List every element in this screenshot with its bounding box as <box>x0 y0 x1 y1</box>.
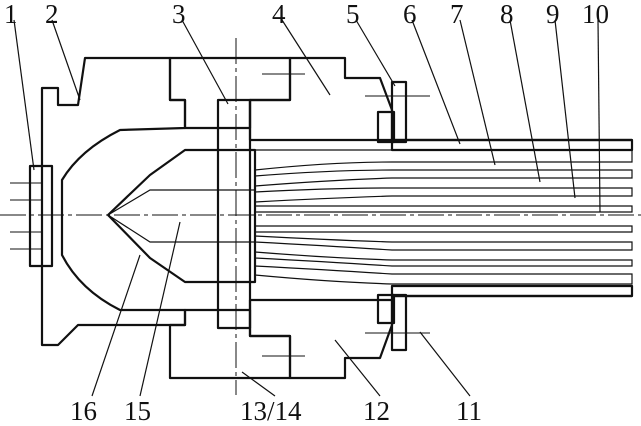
label-12: 12 <box>363 396 390 426</box>
die-body <box>40 56 187 347</box>
die-bushing <box>248 56 394 380</box>
label-2: 2 <box>45 0 59 29</box>
part-labels: 1 2 3 4 5 6 7 8 9 10 16 15 13/14 12 11 <box>4 0 609 426</box>
label-16: 16 <box>70 396 97 426</box>
label-5: 5 <box>346 0 360 29</box>
label-9: 9 <box>546 0 560 29</box>
centre-lines <box>0 38 641 395</box>
label-7: 7 <box>450 0 464 29</box>
label-3: 3 <box>172 0 186 29</box>
label-10: 10 <box>582 0 609 29</box>
clamp-plate <box>216 98 252 330</box>
label-6: 6 <box>403 0 417 29</box>
mandrel-cone <box>106 148 257 284</box>
inlet-screen <box>28 164 54 268</box>
label-4: 4 <box>272 0 286 29</box>
label-8: 8 <box>500 0 514 29</box>
label-11: 11 <box>456 396 482 426</box>
retaining-ring <box>376 80 408 352</box>
label-13-14: 13/14 <box>240 396 302 426</box>
label-15: 15 <box>124 396 151 426</box>
die-holder <box>168 56 292 380</box>
outlet-layers <box>254 138 634 298</box>
leader-lines <box>13 19 601 397</box>
label-1: 1 <box>4 0 18 29</box>
